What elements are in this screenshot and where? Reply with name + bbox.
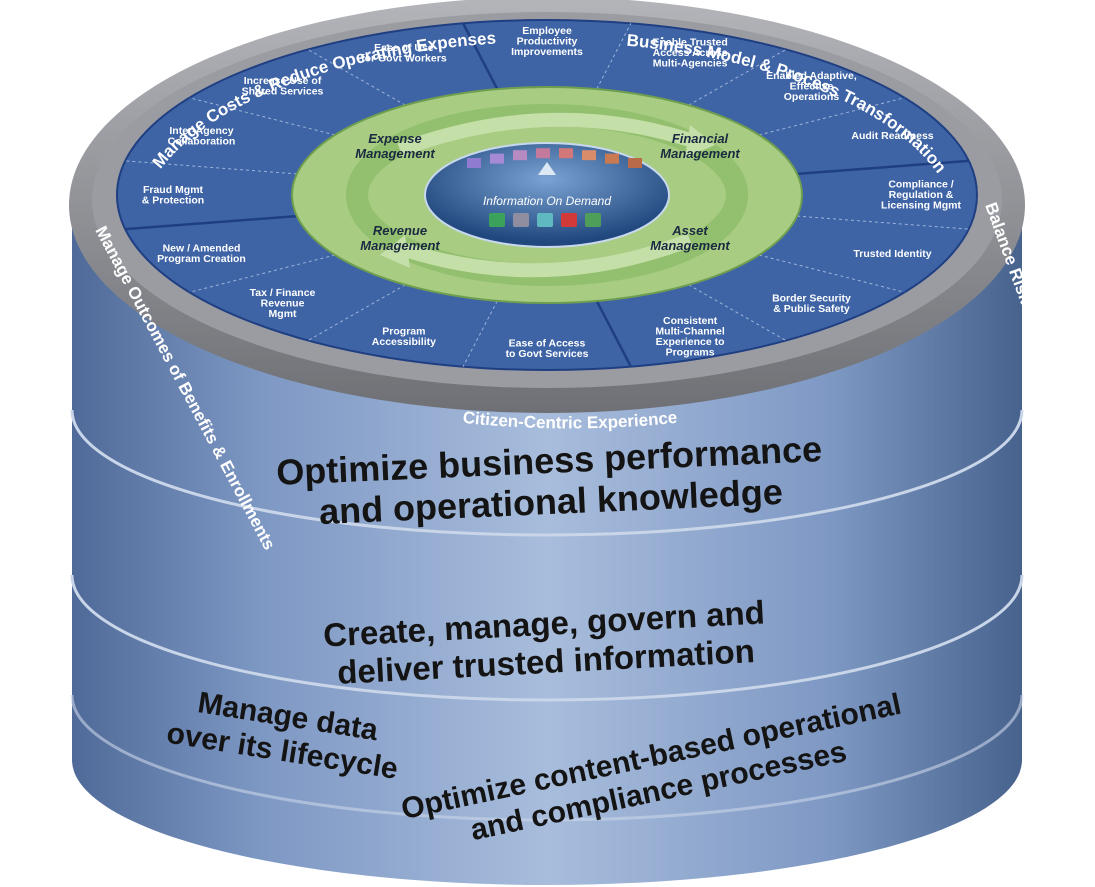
hub-block bbox=[559, 148, 573, 159]
segment-divider bbox=[189, 97, 336, 136]
cycle-arrow-head bbox=[685, 125, 715, 158]
hub-blocks bbox=[467, 148, 642, 227]
hub-block bbox=[513, 213, 529, 227]
segment-divider bbox=[307, 284, 406, 341]
center-hub bbox=[424, 142, 670, 248]
quadrant-asset: Asset Management bbox=[650, 223, 730, 253]
segment-divider bbox=[688, 284, 787, 341]
segment-label: Border Security& Public Safety bbox=[772, 292, 851, 315]
up-arrow-icon bbox=[538, 162, 556, 175]
segment-divider bbox=[125, 214, 297, 231]
segment-dividers bbox=[125, 22, 969, 368]
layer-separator bbox=[70, 574, 1024, 702]
hub-block bbox=[537, 213, 553, 227]
svg-text:Revenue: Revenue bbox=[373, 223, 427, 238]
svg-text:Asset: Asset bbox=[671, 223, 708, 238]
svg-text:Expense: Expense bbox=[368, 131, 421, 146]
cycle-arrow-head bbox=[380, 235, 410, 268]
cycle-arrow-top bbox=[397, 112, 693, 157]
segment-divider bbox=[462, 22, 499, 90]
svg-text:Management: Management bbox=[355, 146, 435, 161]
segment-divider bbox=[758, 254, 905, 293]
hub-block bbox=[628, 158, 642, 168]
svg-text:Management: Management bbox=[360, 238, 440, 253]
segment-label: Trusted Identity bbox=[853, 248, 931, 260]
hub-block bbox=[585, 213, 601, 227]
hub-block bbox=[513, 150, 527, 161]
segment-divider bbox=[125, 160, 297, 175]
hub-block bbox=[489, 213, 505, 227]
svg-text:Management: Management bbox=[660, 146, 740, 161]
layer-separator bbox=[70, 409, 1024, 537]
hub-block bbox=[490, 153, 504, 164]
segment-label: Audit Readiness bbox=[851, 130, 933, 142]
svg-text:Management: Management bbox=[650, 238, 730, 253]
center-label: Information On Demand bbox=[483, 194, 611, 208]
segment-label: Fraud Mgmt& Protection bbox=[142, 184, 204, 207]
svg-text:Financial: Financial bbox=[672, 131, 729, 146]
segment-divider bbox=[797, 215, 969, 230]
cycle-arrow-bottom bbox=[402, 233, 693, 278]
segment-divider bbox=[307, 49, 406, 106]
hub-block bbox=[582, 150, 596, 161]
hub-block bbox=[605, 153, 619, 164]
quadrant-revenue: Revenue Management bbox=[360, 223, 440, 253]
hub-block bbox=[536, 148, 550, 159]
layer-separator bbox=[70, 694, 1024, 822]
quadrant-expense: Expense Management bbox=[355, 131, 435, 161]
segment-label: Compliance /Regulation &Licensing Mgmt bbox=[881, 179, 961, 212]
segment-divider bbox=[797, 159, 969, 176]
hub-block bbox=[561, 213, 577, 227]
segment-divider bbox=[462, 300, 498, 367]
segment-divider bbox=[758, 97, 905, 136]
quadrant-financial: Financial Management bbox=[660, 131, 740, 161]
segment-divider bbox=[688, 49, 787, 106]
hub-block bbox=[467, 158, 481, 168]
segment-divider bbox=[595, 300, 632, 368]
segment-divider bbox=[189, 254, 336, 293]
segment-divider bbox=[596, 23, 632, 90]
